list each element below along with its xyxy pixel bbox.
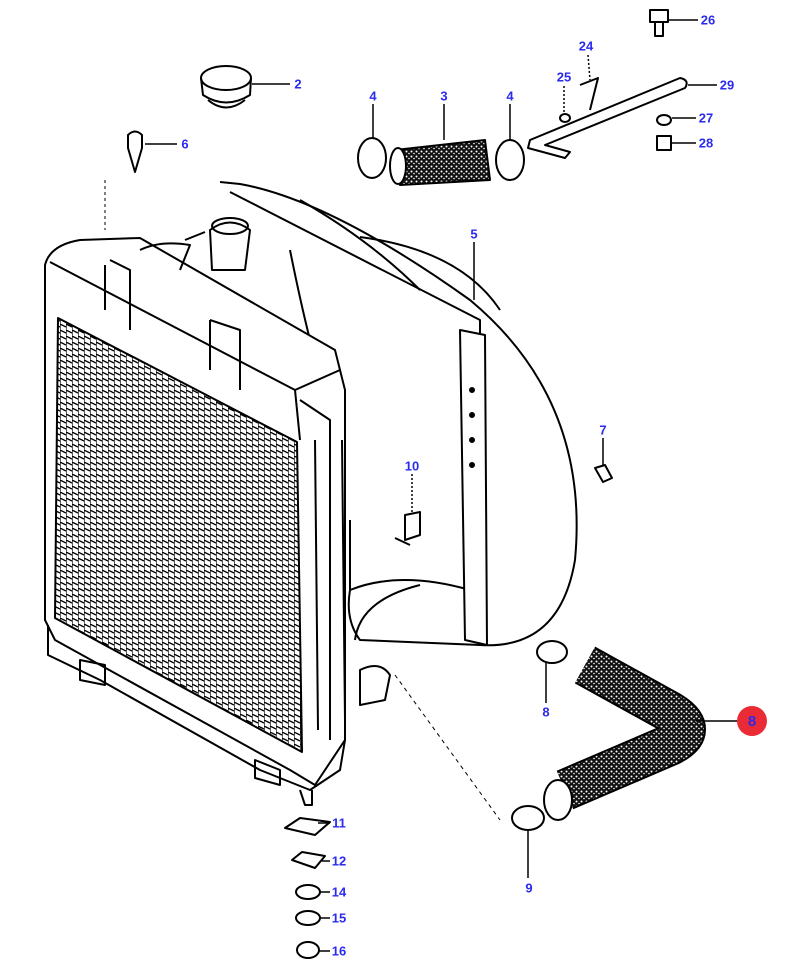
fan-shroud <box>219 181 578 647</box>
hose-clamp-4 <box>495 139 525 181</box>
callout-6[interactable]: 6 <box>181 136 189 152</box>
bolt-7 <box>594 464 613 483</box>
washer-14 <box>295 884 321 900</box>
callout-24[interactable]: 24 <box>578 38 594 54</box>
callout-7[interactable]: 7 <box>599 422 607 438</box>
washer-15 <box>295 910 321 926</box>
callout-16[interactable]: 16 <box>331 943 347 959</box>
plug-6 <box>127 130 143 173</box>
callout-12[interactable]: 12 <box>331 853 347 869</box>
callout-8-selected[interactable]: 8 <box>737 706 767 736</box>
mount-pad-12 <box>291 851 326 869</box>
callout-27[interactable]: 27 <box>698 110 714 126</box>
hose-clamp-8 <box>536 640 568 664</box>
drain-tap-10 <box>394 511 421 546</box>
callout-25[interactable]: 25 <box>556 69 572 85</box>
callout-9[interactable]: 9 <box>525 880 533 896</box>
callout-29[interactable]: 29 <box>719 77 735 93</box>
callout-4[interactable]: 4 <box>506 88 514 104</box>
lower-hose-8 <box>543 646 706 821</box>
stay-bracket-29 <box>527 9 688 159</box>
radiator-cap-2 <box>200 65 252 109</box>
callout-14[interactable]: 14 <box>331 884 347 900</box>
mount-plate-11 <box>284 817 331 836</box>
callout-15[interactable]: 15 <box>331 910 347 926</box>
nut-16 <box>296 941 320 959</box>
callout-26[interactable]: 26 <box>700 12 716 28</box>
leader-lines <box>145 19 738 952</box>
callout-11[interactable]: 11 <box>332 815 346 831</box>
callout-2[interactable]: 2 <box>294 76 302 92</box>
callout-4[interactable]: 4 <box>369 88 377 104</box>
callout-3[interactable]: 3 <box>440 88 448 104</box>
hose-clamp-9 <box>511 805 545 831</box>
callout-28[interactable]: 28 <box>698 135 714 151</box>
radiator <box>44 180 391 806</box>
callout-5[interactable]: 5 <box>470 226 478 242</box>
callout-10[interactable]: 10 <box>404 458 420 474</box>
hose-clamp-4 <box>357 137 387 179</box>
callout-8[interactable]: 8 <box>542 704 550 720</box>
upper-hose-3 <box>357 137 525 186</box>
